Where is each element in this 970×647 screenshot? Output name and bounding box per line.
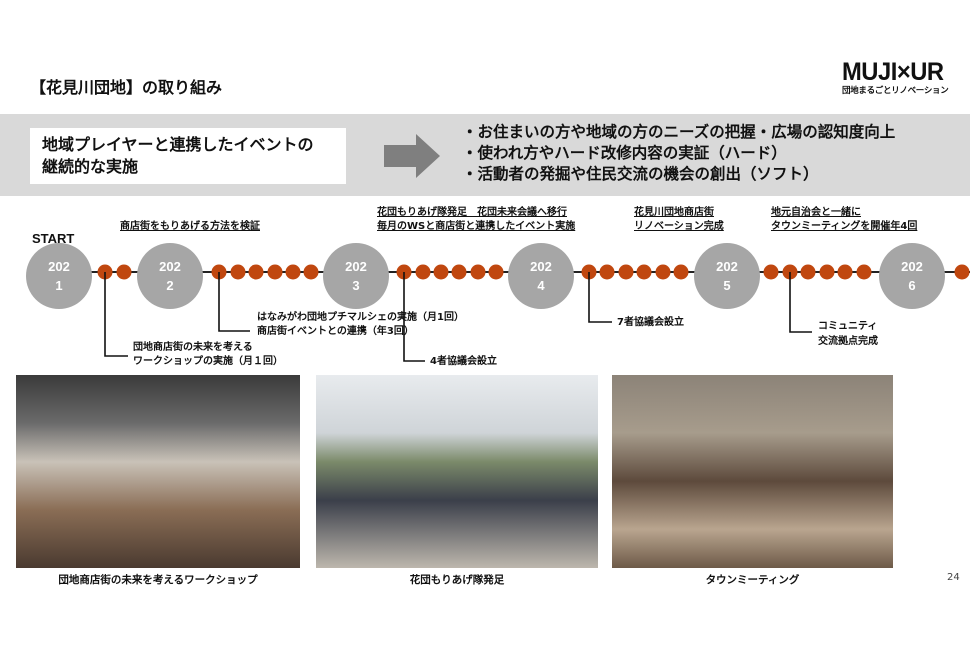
event-marche-1: はなみがわ団地プチマルシェの実施（月1回）: [257, 312, 464, 323]
event-community-2: 交流拠点完成: [818, 336, 878, 347]
year-label: 202: [159, 259, 181, 274]
year-label: 5: [723, 278, 730, 293]
arrow-right-icon: [384, 134, 440, 178]
timeline-dot: [451, 264, 467, 280]
label-2025-2: タウンミーティングを開催年4回: [771, 221, 918, 232]
timeline-dot: [636, 264, 652, 280]
logo-sub: 団地まるごとリノベーション: [842, 86, 949, 96]
year-label: 202: [48, 259, 70, 274]
label-2024-2: リノベーション完成: [634, 221, 724, 232]
page-title: 【花見川団地】の取り組み: [30, 78, 223, 97]
timeline-dot: [488, 264, 504, 280]
year-label: 6: [908, 278, 915, 293]
photo-town-meeting: [612, 375, 893, 568]
summary-bullets: ・お住まいの方や地域の方のニーズの把握・広場の認知度向上 ・使われ方やハード改修…: [462, 122, 895, 185]
timeline-dot: [819, 264, 835, 280]
photo-caption: 花団もりあげ隊発足: [409, 574, 505, 586]
timeline-dot: [248, 264, 264, 280]
bullet-item: ・活動者の発掘や住民交流の機会の創出（ソフト）: [462, 165, 819, 183]
label-2022: 商店街をもりあげる方法を検証: [120, 221, 260, 232]
timeline-dot: [618, 264, 634, 280]
label-2023-1: 花団もりあげ隊発足 花団未来会議へ移行: [377, 207, 567, 218]
page-number: 24: [947, 572, 960, 583]
photo-morimoriage-team: [316, 375, 598, 568]
timeline-dot: [267, 264, 283, 280]
timeline-dot: [954, 264, 970, 280]
photo-caption: 団地商店街の未来を考えるワークショップ: [58, 574, 258, 586]
logo-main: MUJI×UR: [842, 58, 944, 86]
timeline-dot: [303, 264, 319, 280]
bullet-item: ・使われ方やハード改修内容の実証（ハード）: [462, 144, 787, 162]
timeline-dot: [230, 264, 246, 280]
timeline-dot: [763, 264, 779, 280]
year-label: 1: [55, 278, 62, 293]
timeline-dot: [433, 264, 449, 280]
timeline-dot: [285, 264, 301, 280]
year-label: 202: [345, 259, 367, 274]
bullet-item: ・お住まいの方や地域の方のニーズの把握・広場の認知度向上: [462, 123, 896, 141]
timeline-dot: [673, 264, 689, 280]
year-label: 2: [166, 278, 173, 293]
timeline-dot: [655, 264, 671, 280]
event-council-4: 4者協議会設立: [430, 356, 497, 367]
year-label: 202: [530, 259, 552, 274]
timeline-dot: [599, 264, 615, 280]
event-ws-2: ワークショップの実施（月１回）: [133, 356, 283, 367]
timeline-dot: [116, 264, 132, 280]
timeline-dot: [470, 264, 486, 280]
start-label: START: [32, 231, 75, 246]
event-community-1: コミュニティ: [818, 321, 878, 332]
event-ws-1: 団地商店街の未来を考える: [133, 342, 253, 353]
year-label: 3: [352, 278, 359, 293]
label-2025-1: 地元自治会と一緒に: [771, 207, 861, 218]
photo-workshop: [16, 375, 300, 568]
muji-ur-logo: MUJI×UR 団地まるごとリノベーション: [842, 58, 949, 97]
label-2023-2: 毎月のWSと商店街と連携したイベント実施: [377, 221, 576, 232]
summary-box-line: 地域プレイヤーと連携したイベントの: [42, 135, 314, 154]
year-label: 202: [901, 259, 923, 274]
event-marche-2: 商店街イベントとの連携（年3回）: [257, 326, 414, 337]
timeline-dot: [800, 264, 816, 280]
event-council-7: 7者協議会設立: [617, 317, 684, 328]
year-label: 202: [716, 259, 738, 274]
timeline-dot: [415, 264, 431, 280]
label-2024-1: 花見川団地商店街: [634, 207, 714, 218]
summary-box: 地域プレイヤーと連携したイベントの 継続的な実施: [30, 128, 346, 184]
timeline-dot: [856, 264, 872, 280]
summary-box-line: 継続的な実施: [42, 157, 139, 176]
year-label: 4: [537, 278, 545, 293]
photo-caption: タウンミーティング: [705, 574, 800, 586]
timeline-dot: [837, 264, 853, 280]
